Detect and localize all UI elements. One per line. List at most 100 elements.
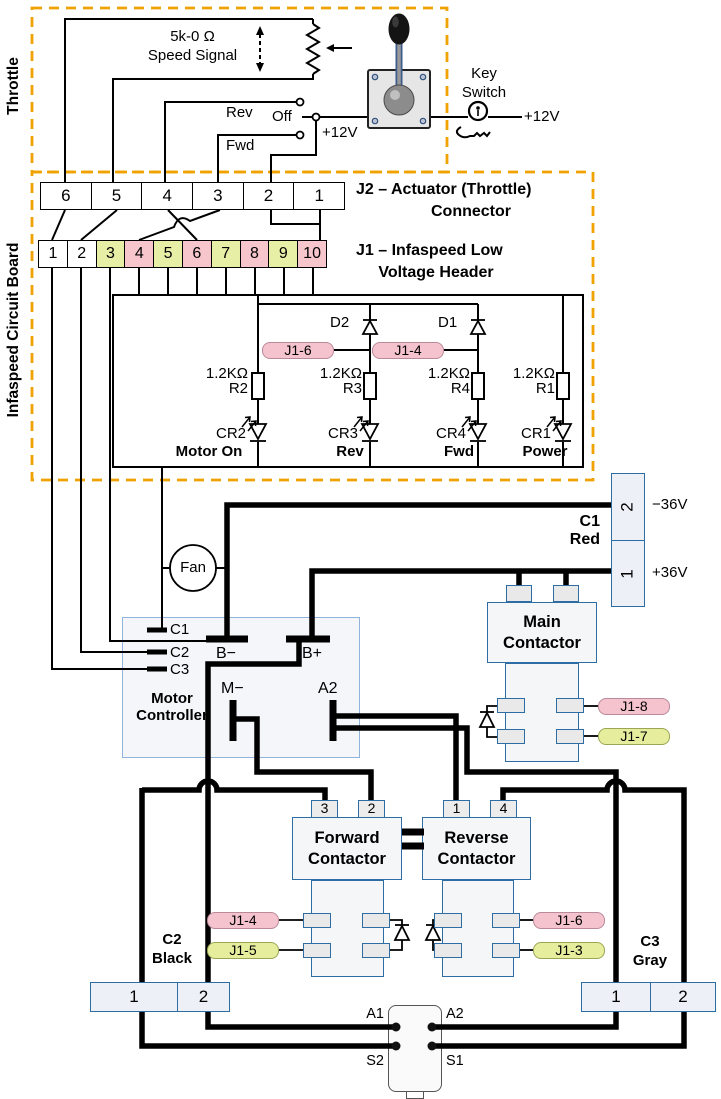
c3-connector: 1 2 — [581, 982, 716, 1012]
pill-j1-8: J1-8 — [598, 698, 670, 715]
motor-a2-label: A2 — [446, 1006, 464, 1022]
off-contact — [311, 112, 321, 122]
c3-pin-2: 2 — [678, 987, 688, 1006]
diode-d1 — [469, 319, 487, 335]
c1-connector-pin1: 1 — [612, 541, 644, 606]
j2-title-line2: Connector — [431, 203, 511, 220]
fwd-contact — [295, 130, 305, 140]
rev-caption: Rev — [336, 443, 364, 460]
forward-coil-terminal-tl — [303, 913, 331, 928]
forward-stub-3: 3 — [311, 800, 338, 818]
pot-arrowhead — [326, 44, 334, 52]
r2-value: 1.2KΩ — [205, 365, 248, 382]
j1-pin-7: 7 — [211, 241, 241, 267]
c1-color: Red — [569, 531, 600, 548]
c3-name: C3 — [640, 933, 660, 950]
c2-connector: 1 2 — [90, 982, 230, 1012]
motor-a2-dot — [427, 1022, 437, 1032]
c1-connector-pin2: 2 — [612, 474, 644, 541]
main-coil-terminal-bl — [497, 729, 525, 744]
c1-name: C1 — [579, 513, 600, 530]
a2-terminal-label: A2 — [318, 680, 338, 697]
r4-name: R4 — [450, 380, 470, 397]
power-wires — [139, 502, 687, 1049]
pill-j1-6: J1-6 — [533, 912, 605, 929]
d1-label: D1 — [438, 314, 458, 331]
key-plus12v-label: +12V — [524, 108, 560, 125]
forward-coil-terminal-br — [362, 943, 390, 958]
reverse-coil-terminal-bl — [434, 943, 462, 958]
main-coil-terminal-tl — [497, 698, 525, 713]
forward-stub-2: 2 — [358, 800, 385, 818]
resistors — [251, 372, 570, 400]
c1-terminal-label: C1 — [170, 621, 190, 638]
j1-title-line2: Voltage Header — [378, 264, 494, 281]
pill-j1-3: J1-3 — [533, 942, 605, 959]
cr4-name: CR4 — [435, 425, 466, 442]
speed-signal-value: 5k-0 Ω — [170, 28, 215, 45]
main-contactor-diode — [478, 710, 496, 728]
reverse-coil-terminal-tr — [492, 913, 520, 928]
c2-name: C2 — [162, 931, 182, 948]
reverse-stub-1: 1 — [443, 800, 470, 818]
pill-j1-5: J1-5 — [207, 942, 279, 959]
fwd-caption: Fwd — [444, 443, 474, 460]
j1-pin-3: 3 — [96, 241, 126, 267]
fan-circle — [169, 544, 217, 592]
j1-pin-6: 6 — [182, 241, 212, 267]
j1-pin-5: 5 — [154, 241, 183, 267]
c2-color: Black — [151, 950, 193, 967]
main-contactor-title: Main Contactor — [487, 602, 597, 663]
main-contactor-title-2: Contactor — [503, 633, 581, 652]
resistor-r4 — [471, 372, 485, 400]
main-contactor-title-1: Main — [523, 612, 561, 631]
switch-contacts — [295, 97, 321, 140]
c3-terminal-label: C3 — [170, 661, 190, 678]
reverse-stub-4: 4 — [490, 800, 517, 818]
cr2-name: CR2 — [215, 425, 246, 442]
c1-pin2-number: 2 — [618, 502, 637, 512]
fan-label: Fan — [180, 559, 206, 576]
j2-pin-1: 1 — [294, 183, 345, 209]
forward-contactor-body — [311, 880, 384, 977]
pill-j1-4: J1-4 — [207, 912, 279, 929]
j1-title-line1: J1 – Infaspeed Low — [356, 242, 503, 259]
led-symbols — [241, 416, 573, 442]
controller-title-1: Motor — [151, 690, 193, 707]
c1-connector: 2 1 — [611, 473, 645, 607]
speed-signal-measure-arrow — [256, 26, 264, 72]
cr1-name: CR1 — [520, 425, 551, 442]
motor-s1-label: S1 — [446, 1053, 464, 1069]
reverse-coil-terminal-br — [492, 943, 520, 958]
j1-pin-4: 4 — [125, 241, 155, 267]
pill-j1-4-board: J1-4 — [372, 342, 444, 359]
controller-small-bars — [147, 627, 167, 672]
c2-pin-2: 2 — [198, 987, 209, 1006]
j1-pin-2: 2 — [67, 241, 97, 267]
motor-s2-dot — [391, 1041, 401, 1051]
main-coil-terminal-br — [556, 729, 584, 744]
r3-value: 1.2KΩ — [319, 365, 362, 382]
c3-color: Gray — [632, 952, 668, 969]
pill-j1-7: J1-7 — [598, 728, 670, 745]
j1-pin-1: 1 — [39, 241, 68, 267]
j2-pin-2: 2 — [243, 183, 295, 209]
motor-a1-dot — [391, 1022, 401, 1032]
c1-pin1-number: 1 — [618, 568, 637, 579]
resistor-r1 — [556, 372, 570, 400]
r2-name: R2 — [228, 380, 248, 397]
forward-title-2: Contactor — [308, 849, 386, 868]
main-contactor-label-box — [487, 602, 597, 663]
r3-name: R3 — [342, 380, 362, 397]
c2-pin-1: 1 — [91, 983, 178, 1011]
main-coil-terminal-tr — [556, 698, 584, 713]
dashed-region-borders — [30, 6, 595, 482]
pos36v-label: +36V — [652, 564, 688, 581]
rev-label: Rev — [226, 104, 253, 121]
led-board-outline — [112, 294, 584, 468]
r1-value: 1.2KΩ — [512, 365, 555, 382]
j1-header: 1 2 3 4 5 6 7 8 9 10 — [38, 240, 327, 268]
motor-s2-label: S2 — [366, 1053, 384, 1069]
fwd-label: Fwd — [226, 137, 255, 154]
motor-terminal-dots — [391, 1022, 437, 1051]
